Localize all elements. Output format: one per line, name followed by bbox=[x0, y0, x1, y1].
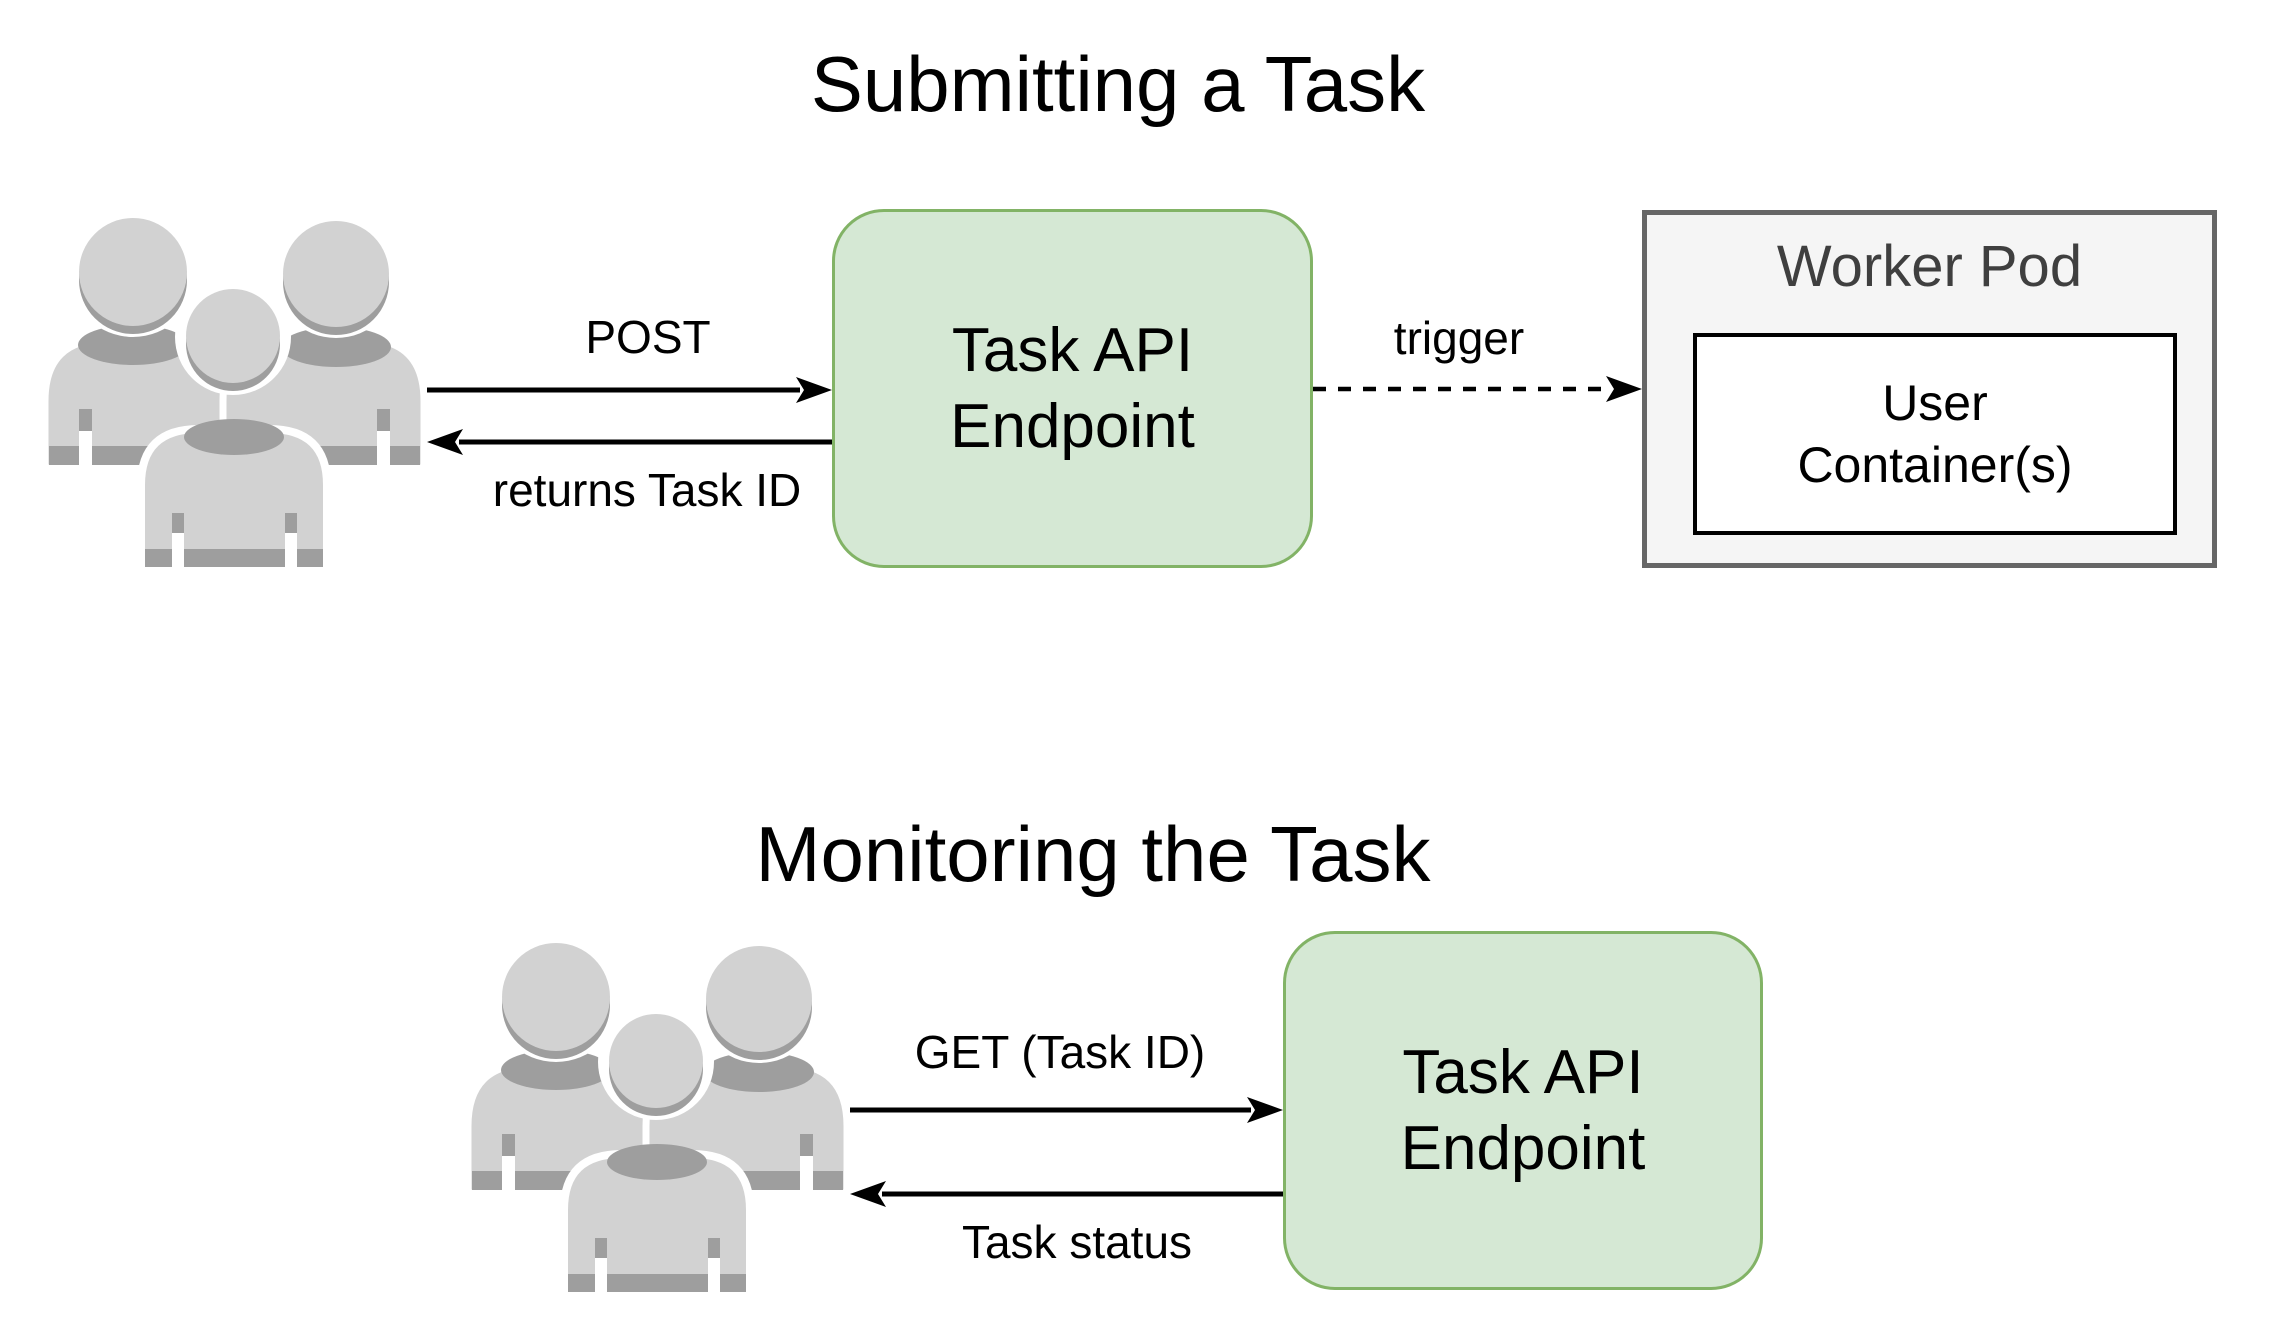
section-title-monitoring: Monitoring the Task bbox=[755, 810, 1431, 899]
user-container-node: User Container(s) bbox=[1693, 333, 2177, 535]
arrow-post bbox=[427, 377, 832, 403]
worker-pod-node: Worker Pod User Container(s) bbox=[1642, 210, 2217, 568]
user-container-label-line2: Container(s) bbox=[1797, 437, 2073, 493]
task-api-endpoint-label-line2: Endpoint bbox=[950, 391, 1195, 461]
arrow-returns-task-id bbox=[427, 429, 832, 455]
users-icon bbox=[45, 209, 424, 570]
arrow-trigger bbox=[1313, 376, 1642, 402]
returns-task-id-arrow-label: returns Task ID bbox=[486, 463, 808, 517]
task-api-endpoint-label-line2: Endpoint bbox=[1400, 1113, 1646, 1183]
task-api-endpoint-node: Task API Endpoint bbox=[832, 209, 1313, 568]
get-task-id-arrow-label: GET (Task ID) bbox=[908, 1025, 1212, 1079]
arrow-task-status bbox=[850, 1181, 1283, 1207]
users-icon bbox=[468, 934, 847, 1295]
post-arrow-label: POST bbox=[579, 310, 717, 364]
worker-pod-title: Worker Pod bbox=[1776, 234, 2083, 299]
section-title-submitting: Submitting a Task bbox=[810, 40, 1426, 129]
task-api-endpoint-label-line1: Task API bbox=[951, 315, 1194, 385]
task-status-arrow-label: Task status bbox=[955, 1215, 1199, 1269]
arrow-get-task-id bbox=[850, 1097, 1283, 1123]
user-container-label-line1: User bbox=[1882, 375, 1988, 431]
task-api-endpoint-label-line1: Task API bbox=[1402, 1037, 1644, 1107]
task-api-endpoint-node: Task API Endpoint bbox=[1283, 931, 1763, 1290]
trigger-arrow-label: trigger bbox=[1387, 311, 1531, 365]
